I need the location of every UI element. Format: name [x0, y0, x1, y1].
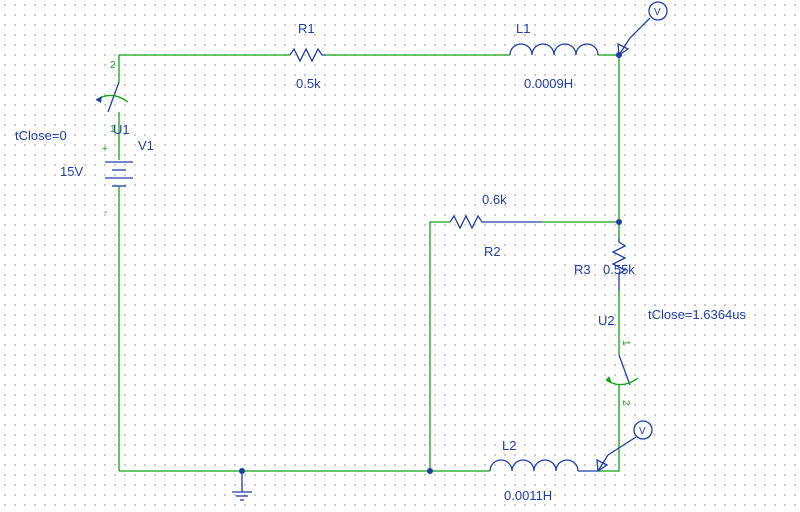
wire-u2-to-l2[interactable]	[598, 395, 620, 472]
resistor-r3-ref: R3	[574, 262, 591, 277]
resistor-r1[interactable]	[289, 47, 326, 63]
wire-switch-to-r1[interactable]	[118, 54, 290, 72]
switch-u2-pin1: 1	[620, 340, 631, 346]
inductor-l1[interactable]	[509, 43, 599, 56]
junction-node	[616, 219, 622, 225]
junction-node	[427, 468, 433, 474]
switch-u1-pin1: 1	[110, 124, 116, 135]
resistor-r1-ref: R1	[298, 21, 315, 36]
switch-u1[interactable]: 1 2	[95, 60, 129, 140]
inductor-l1-ref: L1	[516, 21, 530, 36]
inductor-l2-ref: L2	[502, 438, 516, 453]
battery-v1-minus: -	[104, 207, 107, 218]
ground-symbol[interactable]	[232, 471, 252, 501]
junction-node	[616, 52, 622, 58]
switch-u1-blade	[107, 81, 120, 113]
resistor-r1-value: 0.5k	[296, 76, 321, 91]
voltage-probe-top-label: V	[654, 7, 661, 18]
battery-v1[interactable]	[105, 161, 133, 192]
switch-u1-arrowhead	[96, 96, 102, 103]
battery-v1-value: 15V	[60, 164, 83, 179]
resistor-r2-value: 0.6k	[482, 192, 507, 207]
resistor-r2[interactable]	[449, 214, 542, 230]
wire-r2-left-vertical[interactable]	[429, 221, 450, 471]
switch-u1-param: tClose=0	[15, 128, 67, 143]
switch-u2-arc	[605, 377, 639, 386]
switch-u2-pin2: 2	[620, 400, 631, 406]
switch-u1-ref: U1	[113, 122, 130, 137]
voltage-probe-bottom[interactable]: V	[596, 420, 653, 473]
switch-u2-blade	[618, 354, 631, 386]
switch-u2-param: tClose=1.6364us	[648, 307, 746, 322]
battery-v1-ref: V1	[138, 138, 154, 153]
switch-u1-pin2: 2	[110, 60, 116, 71]
switch-u2[interactable]: 1 2	[605, 340, 639, 406]
battery-v1-plus: +	[102, 144, 108, 155]
resistor-r3-value: 0.55k	[603, 262, 635, 277]
resistor-r2-ref: R2	[484, 244, 501, 259]
switch-u2-arrowhead	[606, 376, 612, 383]
junction-node	[239, 468, 245, 474]
resistor-r3[interactable]	[611, 238, 627, 290]
inductor-l2-value: 0.0011H	[504, 488, 552, 503]
inductor-l2[interactable]	[489, 459, 598, 472]
voltage-probe-top[interactable]: V	[617, 1, 668, 57]
switch-u2-ref: U2	[598, 313, 615, 328]
voltage-probe-bottom-label: V	[639, 426, 646, 437]
wires	[118, 54, 620, 472]
inductor-l1-value: 0.0009H	[524, 76, 573, 91]
